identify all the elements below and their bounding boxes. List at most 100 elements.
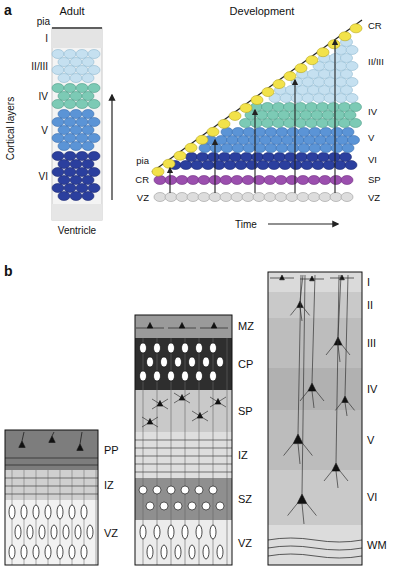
layer-band bbox=[268, 470, 362, 525]
surface-label: pia bbox=[136, 156, 149, 166]
layer-one-band bbox=[52, 28, 102, 48]
cajal-retzius-cell bbox=[211, 323, 217, 329]
neuron-dot bbox=[308, 70, 320, 79]
migration-arrow bbox=[111, 95, 112, 200]
subplate-neuron bbox=[215, 399, 221, 405]
neuron-dot bbox=[252, 153, 264, 162]
layer-label: I bbox=[45, 33, 48, 44]
neuron-dot bbox=[323, 161, 335, 170]
plate-nucleus bbox=[154, 343, 161, 353]
neuron-dot bbox=[276, 128, 288, 137]
neuron-dot bbox=[70, 160, 82, 169]
layer-label: VZ bbox=[368, 193, 380, 203]
zone-label: SZ bbox=[238, 493, 252, 505]
neuron-dot bbox=[64, 66, 76, 75]
subplate-dendrite bbox=[142, 417, 158, 427]
neuron-dot bbox=[335, 62, 347, 71]
migration-arrow bbox=[254, 110, 255, 193]
subplate-neuron bbox=[157, 401, 163, 407]
neuron-dot bbox=[58, 74, 70, 83]
neuron-dot bbox=[165, 193, 177, 202]
subventricular-cell bbox=[153, 486, 161, 494]
basal-dendrite bbox=[324, 471, 332, 481]
column-border bbox=[135, 315, 232, 565]
neuron-dot bbox=[202, 161, 214, 170]
preplate-neuron bbox=[49, 436, 55, 442]
progenitor-cell bbox=[140, 525, 146, 539]
neuron-dot bbox=[254, 128, 266, 137]
neuron-dot bbox=[348, 136, 360, 145]
zone-label: VZ bbox=[104, 527, 118, 539]
basal-dendrite bbox=[307, 504, 317, 516]
neuron-dot bbox=[319, 86, 331, 95]
neuron-dot bbox=[262, 103, 274, 112]
progenitor-cell bbox=[21, 545, 27, 559]
layer-label: V bbox=[41, 125, 48, 136]
neuron-dot bbox=[76, 168, 88, 177]
neuron-dot bbox=[76, 118, 88, 127]
neuron-dot bbox=[240, 103, 252, 112]
basal-dendrite bbox=[284, 444, 294, 456]
layer-label: CR bbox=[135, 175, 149, 185]
neuron-dot bbox=[251, 96, 263, 105]
progenitor-cell bbox=[57, 545, 63, 559]
subplate-neuron bbox=[179, 395, 185, 401]
column-border bbox=[268, 272, 362, 565]
neuron-dot bbox=[64, 84, 76, 93]
neuron-dot bbox=[58, 160, 70, 169]
neuron-dot bbox=[293, 136, 305, 145]
neuron-dot bbox=[276, 144, 288, 153]
neuron-dot bbox=[324, 62, 336, 71]
layer-band bbox=[5, 430, 98, 470]
neuron-dot bbox=[76, 184, 88, 193]
surface-label: Ventricle bbox=[58, 225, 96, 236]
subventricular-cell bbox=[209, 486, 217, 494]
neuron-dot bbox=[290, 161, 302, 170]
progenitor-cell bbox=[147, 545, 153, 559]
basal-dendrite bbox=[290, 307, 296, 315]
fetal-cortex-column bbox=[135, 315, 232, 565]
neuron-dot bbox=[279, 161, 291, 170]
axon-fiber bbox=[135, 448, 232, 449]
zone-label: PP bbox=[104, 444, 119, 456]
subventricular-cell bbox=[174, 502, 182, 510]
neuron-dot bbox=[298, 144, 310, 153]
neuron-dot bbox=[275, 176, 287, 185]
apical-dendrite bbox=[298, 275, 301, 434]
neuron-dot bbox=[88, 100, 100, 109]
axon-fiber bbox=[5, 486, 98, 487]
neuron-dot bbox=[297, 86, 309, 95]
layer-band bbox=[268, 292, 362, 318]
neuron-dot bbox=[273, 103, 285, 112]
subplate-dendrite bbox=[210, 397, 226, 407]
basal-dendrite bbox=[288, 504, 298, 516]
plate-nucleus bbox=[161, 357, 168, 367]
neuron-dot bbox=[82, 92, 94, 101]
subplate-dendrite bbox=[192, 411, 208, 421]
plate-nucleus bbox=[217, 357, 224, 367]
neuron-dot bbox=[64, 134, 76, 143]
neuron-dot bbox=[82, 176, 94, 185]
plate-nucleus bbox=[147, 357, 154, 367]
neuron-dot bbox=[309, 144, 321, 153]
neuron-dot bbox=[88, 84, 100, 93]
neuron-dot bbox=[224, 161, 236, 170]
horizontal-cell bbox=[280, 275, 285, 280]
neuron-dot bbox=[346, 62, 358, 71]
layer-band bbox=[268, 410, 362, 470]
neuron-dot bbox=[268, 161, 280, 170]
pyramidal-neuron bbox=[308, 383, 316, 391]
neuron-dot bbox=[309, 128, 321, 137]
neuron-dot bbox=[88, 50, 100, 59]
progenitor-cell bbox=[21, 505, 27, 519]
neuron-dot bbox=[76, 66, 88, 75]
neuron-dot bbox=[88, 184, 100, 193]
progenitor-cell bbox=[27, 525, 33, 539]
zone-label: SP bbox=[238, 405, 253, 417]
neuron-dot bbox=[286, 193, 298, 202]
neuron-dot bbox=[82, 160, 94, 169]
neuron-dot bbox=[207, 127, 219, 136]
neuron-dot bbox=[278, 111, 290, 120]
progenitor-cell bbox=[81, 545, 87, 559]
neuron-dot bbox=[196, 135, 208, 144]
